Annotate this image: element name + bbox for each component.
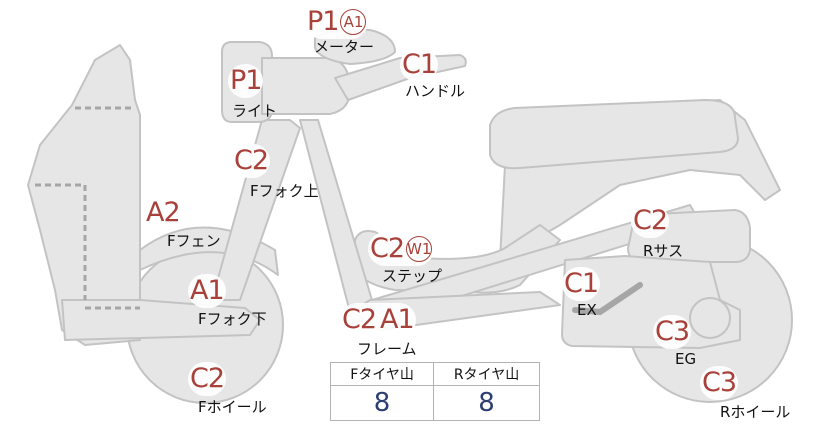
handle-code: C1 — [402, 49, 437, 80]
step-code: C2 — [370, 233, 405, 264]
light-code: P1 — [230, 65, 262, 96]
rear-hub-shape — [689, 297, 731, 339]
eg-label: EG — [675, 350, 697, 368]
panel-line-middle — [35, 183, 87, 300]
meter-label: メーター — [314, 38, 375, 56]
ffender-code: A2 — [146, 197, 181, 228]
ffork-upper-code: C2 — [234, 145, 269, 176]
rsus-label: Rサス — [643, 242, 684, 260]
ffender-label: Fフェン — [167, 232, 221, 250]
ffender-code-badge: A2 — [144, 196, 182, 230]
front-tire-tread-header: Fタイヤ山 — [329, 362, 435, 386]
step-sub-code: W1 — [406, 236, 433, 262]
light-code-badge: P1 — [228, 64, 264, 98]
fwheel-code: C2 — [190, 363, 225, 394]
ffork-upper-code-badge: C2 — [232, 144, 271, 178]
ex-label: EX — [577, 301, 597, 319]
front-tire-tread-value: 8 — [329, 385, 435, 421]
tire-tread-table: Fタイヤ山 Rタイヤ山 8 8 — [329, 362, 540, 421]
tire-tread-header-row: Fタイヤ山 Rタイヤ山 — [329, 362, 540, 386]
front-lower-shape — [61, 299, 261, 341]
frame-code-2: A1 — [380, 304, 415, 335]
frame-code-1: C2 — [342, 304, 377, 335]
tire-tread-value-row: 8 8 — [329, 385, 540, 421]
fwheel-label: Fホイール — [198, 398, 267, 416]
rsus-code-badge: C2 — [631, 204, 670, 238]
seat-shape — [489, 99, 739, 170]
ffork-lower-code-badge: A1 — [188, 274, 226, 308]
rwheel-code-badge: C3 — [700, 366, 739, 400]
eg-code: C3 — [655, 316, 690, 347]
rear-tire-tread-value: 8 — [433, 385, 540, 421]
rear-tire-tread-header: Rタイヤ山 — [433, 362, 540, 386]
meter-code-badge: P1 A1 — [305, 5, 369, 39]
ffork-upper-label: Fフォク上 — [250, 182, 319, 200]
frame-code-badge: C2 A1 — [340, 303, 416, 337]
handle-code-badge: C1 — [400, 48, 439, 82]
ex-code: C1 — [564, 268, 599, 299]
rsus-code: C2 — [633, 205, 668, 236]
frame-label: フレーム — [357, 340, 417, 358]
eg-code-badge: C3 — [653, 315, 692, 349]
front-fork-shape — [211, 119, 301, 301]
step-label: ステップ — [382, 267, 443, 285]
rwheel-code: C3 — [702, 367, 737, 398]
ex-code-badge: C1 — [562, 267, 601, 301]
meter-code: P1 — [307, 6, 339, 37]
meter-sub-code: A1 — [340, 9, 367, 35]
rwheel-label: Rホイール — [720, 403, 791, 421]
step-code-badge: C2 W1 — [368, 232, 435, 266]
ffork-lower-code: A1 — [190, 275, 225, 306]
handle-label: ハンドル — [405, 82, 466, 100]
light-label: ライト — [232, 102, 278, 120]
fwheel-code-badge: C2 — [188, 362, 227, 396]
exhaust-pipe-shape — [572, 282, 643, 316]
ffork-lower-label: Fフォク下 — [198, 310, 267, 328]
